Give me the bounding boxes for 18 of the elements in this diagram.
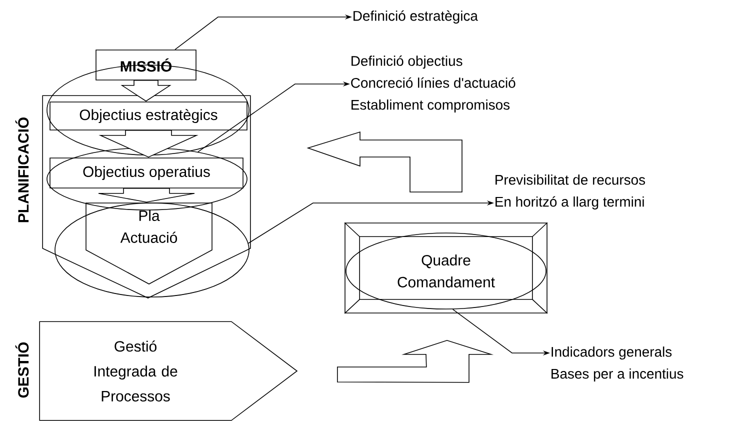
highlight-ellipse <box>54 202 250 298</box>
chevron-arrow <box>98 130 198 158</box>
bevel-frame <box>344 222 548 314</box>
chevron-arrow <box>120 80 172 102</box>
side-label: PLANIFICACIÓ <box>15 118 29 222</box>
note-text: Definició estratègica <box>354 10 478 24</box>
note-text: Indicadors generals Bases per a incentius <box>552 346 684 382</box>
chevron-arrow <box>98 188 195 203</box>
block-arrow <box>337 340 494 383</box>
note-text: Previsibilitat de recursos En horitzó a llarg termini <box>496 174 646 210</box>
planning-frame <box>42 95 251 298</box>
highlight-ellipse <box>46 148 248 210</box>
note-text: Definició objectius Concreció línies d'actuació Establiment compromisos <box>351 56 516 112</box>
process-box: Objectius estratègics <box>50 102 248 130</box>
plan-pentagon: Pla Actuació <box>86 202 212 284</box>
process-pentagon: Gestió Integrada de Processos <box>39 321 298 421</box>
side-label: GESTIÓ <box>15 342 29 398</box>
process-box: Objectius operatius <box>50 158 244 188</box>
